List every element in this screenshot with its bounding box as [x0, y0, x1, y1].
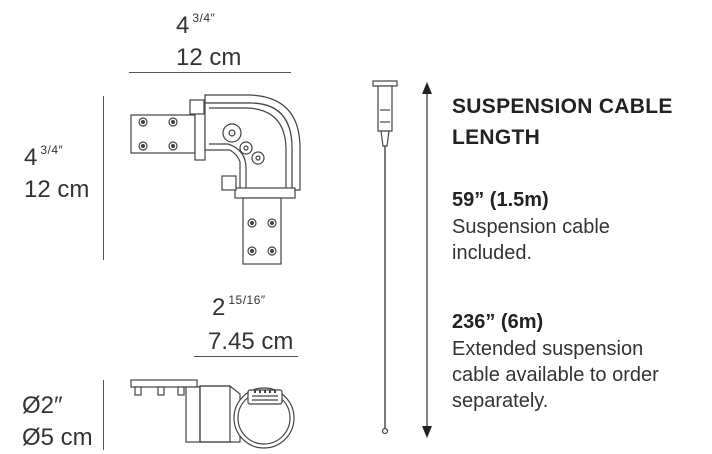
- top-width-whole: 4: [176, 12, 190, 39]
- side-height-metric: 12 cm: [24, 176, 90, 203]
- top-width-fraction: 3/4″: [192, 11, 216, 25]
- top-width-metric: 12 cm: [176, 44, 242, 71]
- suspension-heading-line2: LENGTH: [452, 126, 541, 149]
- suspension-heading-line1: SUSPENSION CABLE: [452, 95, 673, 118]
- side-view-width-whole: 2: [212, 294, 226, 321]
- diameter-dimension-line: [103, 380, 104, 450]
- side-view-width-metric: 7.45 cm: [208, 328, 294, 355]
- suspension-heading: SUSPENSION CABLE LENGTH: [452, 91, 673, 153]
- cable-option-standard: 59” (1.5m) Suspension cable included.: [452, 186, 610, 266]
- cable-option-standard-desc-line1: Suspension cable: [452, 216, 610, 238]
- top-width-dimension-line: [129, 72, 291, 73]
- side-height-whole: 4: [24, 144, 38, 171]
- cable-option-extended-desc-line1: Extended suspension: [452, 338, 644, 360]
- side-height-dimension-line: [103, 96, 104, 260]
- cable-option-standard-desc-line2: included.: [452, 242, 533, 264]
- cable-option-extended: 236” (6m) Extended suspension cable avai…: [452, 308, 659, 414]
- cable-option-standard-length: 59” (1.5m): [452, 189, 549, 211]
- side-view-width-fraction: 15/16″: [228, 293, 266, 307]
- diameter-metric: Ø5 cm: [22, 424, 93, 451]
- cable-option-extended-desc-line3: separately.: [452, 390, 549, 412]
- side-height-fraction: 3/4″: [40, 143, 64, 157]
- cable-option-extended-length: 236” (6m): [452, 311, 544, 333]
- cable-option-extended-desc-line2: cable available to order: [452, 364, 659, 386]
- diameter-imperial: Ø2″: [22, 392, 63, 419]
- side-view-width-dimension-line: [194, 356, 298, 357]
